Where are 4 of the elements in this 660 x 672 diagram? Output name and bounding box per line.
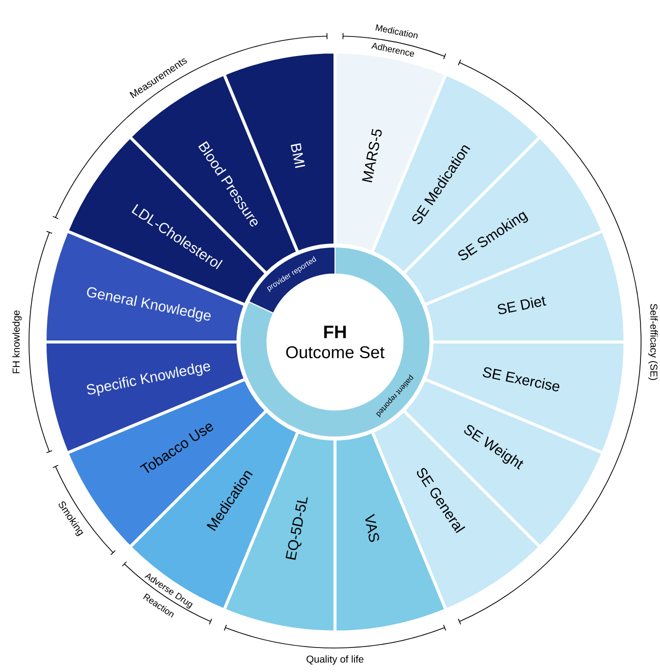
center-title: FH Outcome Set bbox=[286, 326, 384, 358]
category-label: FH knowledge bbox=[12, 310, 22, 374]
category-label: Self-efficacy (SE) bbox=[648, 304, 658, 380]
category-label: Quality of life bbox=[306, 655, 364, 665]
